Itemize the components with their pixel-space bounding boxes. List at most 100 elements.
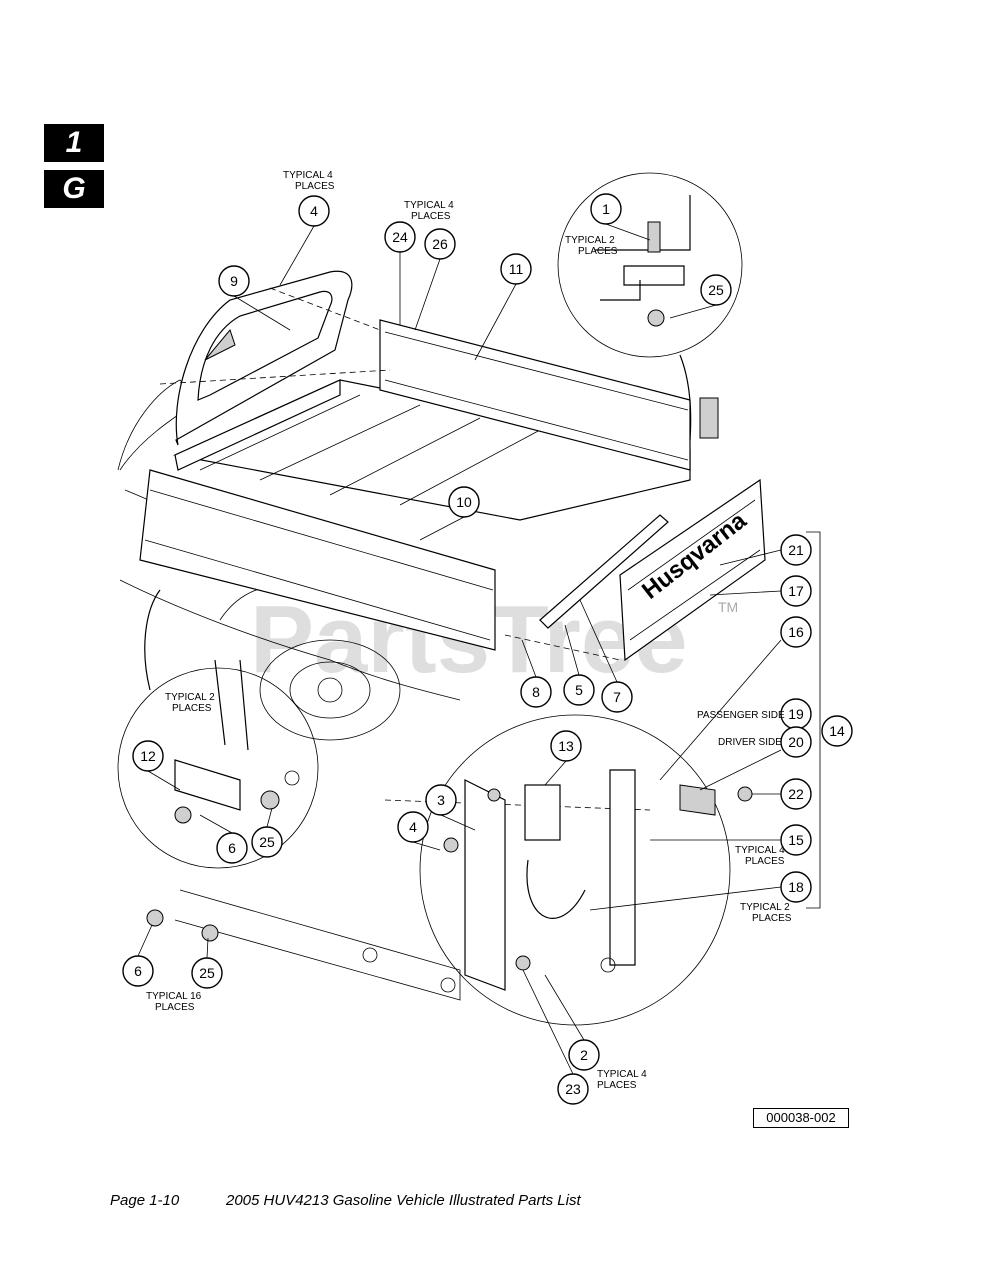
callout-16: 16 (780, 616, 812, 648)
callout-number: 24 (392, 229, 408, 245)
callout-3: 3 (425, 784, 457, 816)
callout-number: 25 (708, 282, 724, 298)
callout-number: 8 (532, 684, 540, 700)
callout-number: 4 (409, 819, 417, 835)
callout-11: 11 (500, 253, 532, 285)
lower-side-plate (146, 889, 461, 1001)
section-tab-letter: G (44, 170, 104, 208)
callout-6: 6 (216, 832, 248, 864)
callout-number: 11 (509, 261, 524, 277)
callout-number: 22 (788, 786, 804, 802)
callout-circle (448, 486, 480, 518)
note-1-line1: TYPICAL 2 (565, 235, 615, 246)
callout-number: 2 (580, 1047, 588, 1063)
note-18-line2: PLACES (752, 913, 792, 924)
callout-25: 25 (251, 826, 283, 858)
callout-number: 14 (829, 723, 845, 739)
callout-circle (590, 193, 622, 225)
callout-number: 26 (432, 236, 448, 252)
callout-number: 25 (199, 965, 215, 981)
callout-circle (397, 811, 429, 843)
callout-circle (191, 957, 223, 989)
callout-circle (563, 674, 595, 706)
group-bracket (806, 531, 821, 909)
note-15-line1: TYPICAL 4 (735, 845, 785, 856)
callout-number: 20 (788, 734, 804, 750)
callout-circle (780, 616, 812, 648)
callout-number: 10 (456, 494, 472, 510)
detail-circle-left (117, 589, 319, 869)
callout-19: 19 (780, 698, 812, 730)
cargo-bed (139, 319, 719, 651)
callout-circle (601, 681, 633, 713)
callout-circle (550, 730, 582, 762)
footer-title: 2005 HUV4213 Gasoline Vehicle Illustrate… (226, 1192, 581, 1209)
detail-circle-top (557, 172, 743, 441)
note-2-line1: TYPICAL 4 (597, 1069, 647, 1080)
note-12-line1: TYPICAL 2 (165, 692, 215, 703)
footer-page: Page 1-10 (110, 1192, 180, 1209)
watermark-tm: TM (718, 599, 738, 615)
callout-8: 8 (520, 676, 552, 708)
callout-2: 2 (568, 1039, 600, 1071)
callout-circle (780, 824, 812, 856)
callout-12: 12 (132, 740, 164, 772)
callout-number: 7 (613, 689, 621, 705)
callout-circle (298, 195, 330, 227)
callout-circle (216, 832, 248, 864)
callout-number: 25 (259, 834, 275, 850)
callout-number: 6 (228, 840, 236, 856)
callout-26: 26 (424, 228, 456, 260)
callout-1: 1 (590, 193, 622, 225)
callout-7: 7 (601, 681, 633, 713)
callout-25: 25 (700, 274, 732, 306)
callout-18: 18 (780, 871, 812, 903)
callout-number: 9 (230, 273, 238, 289)
callout-21: 21 (780, 534, 812, 566)
callout-number: 19 (788, 706, 804, 722)
leader-lines (137, 223, 782, 1075)
callout-13: 13 (550, 730, 582, 762)
callout-circle (780, 726, 812, 758)
callout-circle (132, 740, 164, 772)
callout-number: 4 (310, 203, 318, 219)
callout-circle (424, 228, 456, 260)
callout-4: 4 (298, 195, 330, 227)
note-6-line1: TYPICAL 16 (146, 991, 202, 1002)
callout-22: 22 (780, 778, 812, 810)
callout-circle (557, 1073, 589, 1105)
callout-circle (384, 221, 416, 253)
callout-17: 17 (780, 575, 812, 607)
note-18-line1: TYPICAL 2 (740, 902, 790, 913)
callout-circle (780, 778, 812, 810)
note-4-line1: TYPICAL 4 (283, 170, 333, 181)
note-12-line2: PLACES (172, 703, 212, 714)
note-15-line2: PLACES (745, 856, 785, 867)
side-panel-with-handle (175, 270, 353, 446)
callout-9: 9 (218, 265, 250, 297)
detail-circle-bottom (419, 714, 753, 1026)
rail-strip (539, 514, 669, 629)
note-driver-side: DRIVER SIDE (718, 737, 782, 748)
callout-circle (780, 534, 812, 566)
callout-circle (218, 265, 250, 297)
callout-number: 16 (788, 624, 804, 640)
callout-5: 5 (563, 674, 595, 706)
note-4-line2: PLACES (295, 181, 335, 192)
callout-circle (780, 575, 812, 607)
callout-number: 5 (575, 682, 583, 698)
callout-circle (122, 955, 154, 987)
callout-circle (568, 1039, 600, 1071)
callout-number: 1 (602, 201, 610, 217)
callout-number: 3 (437, 792, 445, 808)
notes: TYPICAL 4 PLACES TYPICAL 4 PLACES TYPICA… (146, 170, 792, 1091)
note-passenger-side: PASSENGER SIDE (697, 710, 785, 721)
callout-25: 25 (191, 957, 223, 989)
callout-number: 15 (788, 832, 804, 848)
callout-number: 17 (788, 583, 804, 599)
callout-circle (520, 676, 552, 708)
callout-number: 13 (558, 738, 574, 754)
callout-20: 20 (780, 726, 812, 758)
note-2-line2: PLACES (597, 1080, 637, 1091)
